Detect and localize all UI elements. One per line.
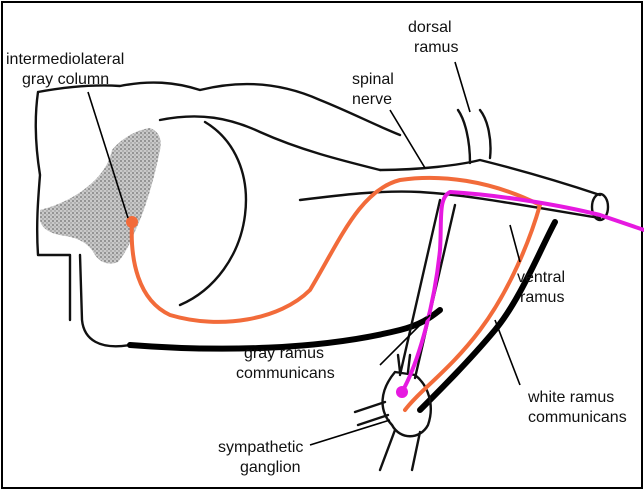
label-white-line2: communicans (528, 409, 627, 426)
leader-ventral-ramus (510, 225, 520, 262)
leader-white-ramus (495, 320, 520, 385)
leader-lines (88, 62, 520, 445)
dorsal-root-curve (160, 116, 380, 170)
leader-dorsal-ramus (455, 62, 470, 112)
gray-ramus-communicans (400, 200, 455, 378)
label-ventral-line2: ramus (520, 289, 564, 306)
spinal-cord (36, 83, 440, 349)
label-gray-line1: gray ramus (244, 345, 324, 362)
label-ventral-line1: ventral (517, 269, 565, 286)
label-intermediolateral-line1: intermediolateral (6, 51, 124, 68)
spinal-cord-inner-arc (180, 122, 246, 305)
label-dorsal-line1: dorsal (408, 19, 452, 36)
label-spinal-line1: spinal (352, 71, 394, 88)
leader-spinal-nerve (390, 110, 425, 168)
label-dorsal-line2: ramus (414, 39, 458, 56)
label-spinal-line2: nerve (352, 91, 392, 108)
label-sympathetic-line1: sympathetic (218, 439, 303, 456)
label-intermediolateral-line2: gray column (22, 71, 109, 88)
label-white-line1: white ramus (527, 389, 614, 406)
spinal-nerve (300, 160, 600, 218)
preganglionic-fiber (132, 178, 540, 410)
dorsal-ramus (458, 110, 491, 163)
gray-matter (40, 128, 161, 264)
label-sympathetic-line2: ganglion (240, 459, 301, 476)
leader-sympathetic-ganglion (310, 420, 390, 445)
postganglionic-cell-body (396, 386, 408, 398)
label-gray-line2: communicans (236, 365, 335, 382)
